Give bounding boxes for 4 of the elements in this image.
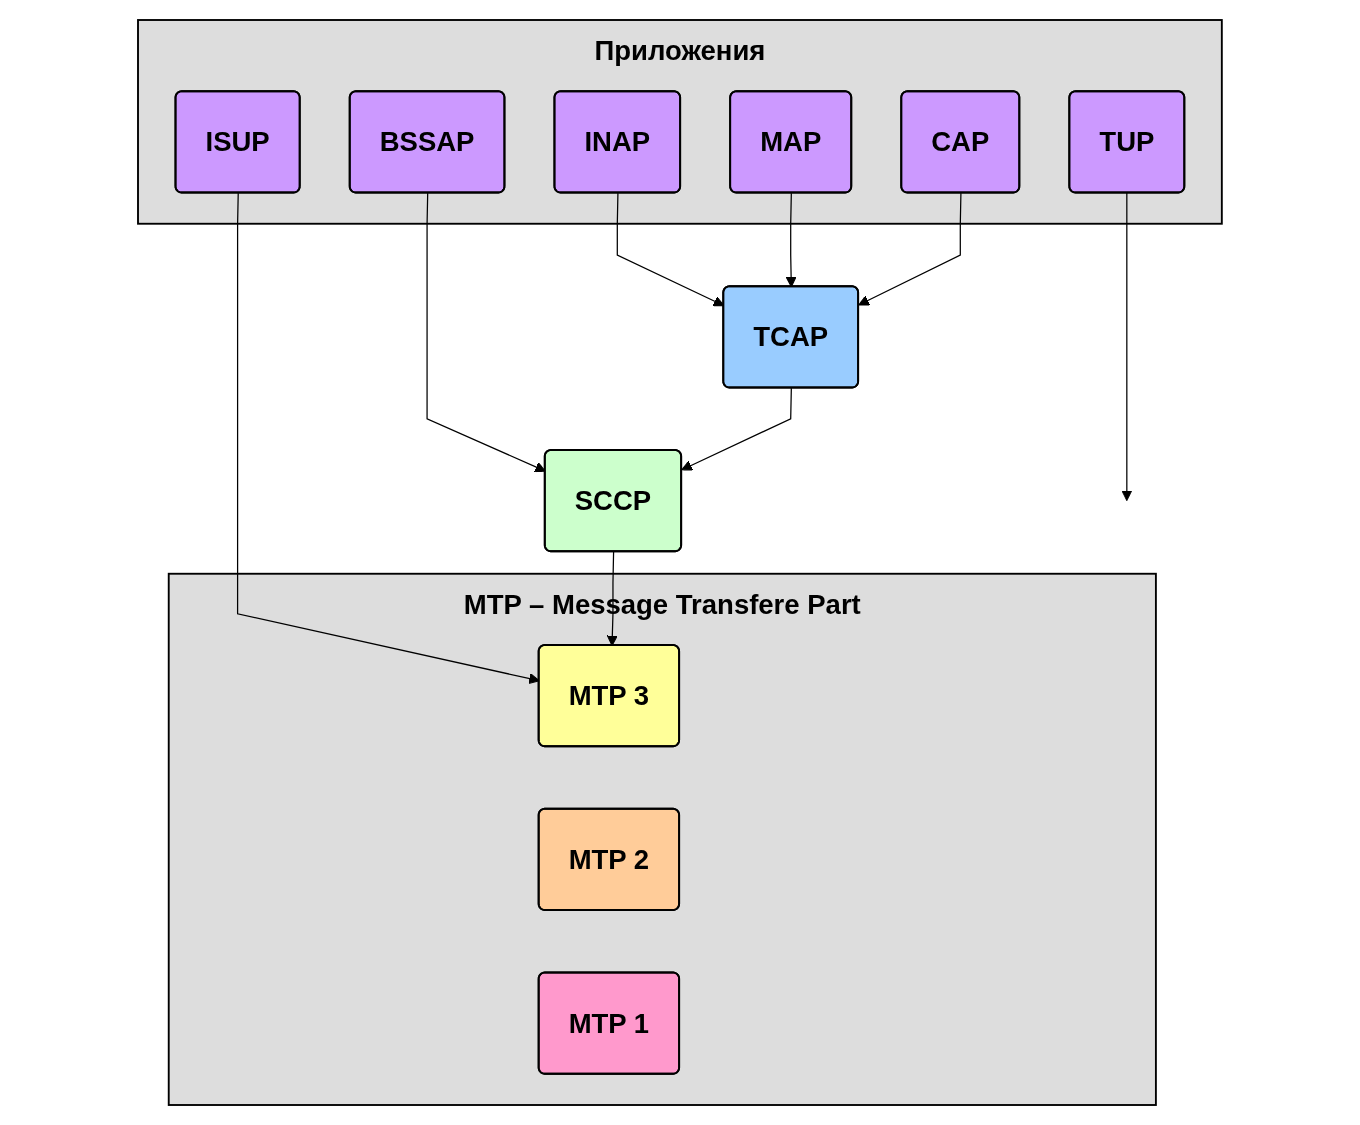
arrow <box>858 192 962 306</box>
arrow <box>1121 191 1133 502</box>
arrow <box>785 192 797 288</box>
arrow <box>681 387 793 471</box>
